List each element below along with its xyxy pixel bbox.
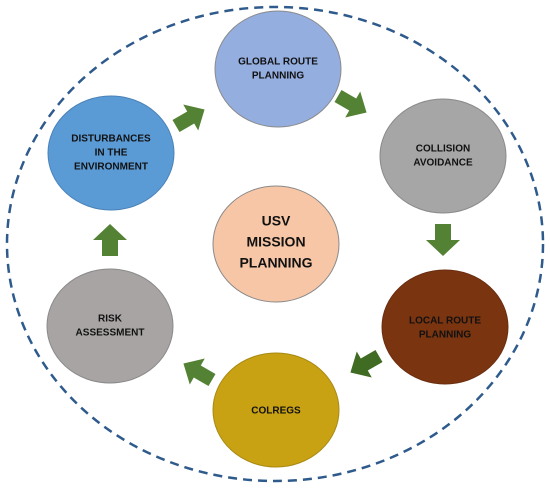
arrow-disturbances-to-global bbox=[172, 104, 205, 133]
center-node-circle bbox=[212, 185, 340, 303]
node-disturbances-line-2: IN THE bbox=[95, 148, 128, 159]
node-local-route-planning-line-2: PLANNING bbox=[419, 330, 471, 341]
node-local-route-planning-line-1: LOCAL ROUTE bbox=[409, 316, 481, 327]
node-collision-avoidance-circle bbox=[379, 98, 507, 214]
node-colregs-line-1: COLREGS bbox=[251, 406, 301, 417]
block-arrow-icon bbox=[334, 89, 367, 118]
block-arrow-icon bbox=[426, 224, 460, 256]
arrow-collision-to-local bbox=[426, 224, 460, 256]
node-collision-avoidance: COLLISION AVOIDANCE bbox=[379, 98, 507, 214]
node-disturbances-line-3: ENVIRONMENT bbox=[74, 162, 148, 173]
block-arrow-icon bbox=[183, 358, 216, 387]
node-global-route-planning-line-1: GLOBAL ROUTE bbox=[238, 57, 318, 68]
center-node-line-3: PLANNING bbox=[239, 255, 312, 271]
node-local-route-planning-circle bbox=[381, 269, 509, 385]
node-collision-avoidance-line-1: COLLISION bbox=[416, 144, 470, 155]
node-disturbances-circle bbox=[47, 95, 175, 211]
arrow-colregs-to-risk bbox=[183, 358, 216, 387]
node-risk-assessment-line-1: RISK bbox=[98, 314, 123, 325]
center-node-line-2: MISSION bbox=[246, 234, 305, 250]
arrow-risk-to-disturbances bbox=[93, 224, 127, 256]
node-disturbances-in-the-environment: DISTURBANCES IN THE ENVIRONMENT bbox=[47, 95, 175, 211]
node-disturbances-line-1: DISTURBANCES bbox=[71, 134, 151, 145]
block-arrow-icon bbox=[172, 104, 205, 133]
node-risk-assessment: RISK ASSESSMENT bbox=[46, 268, 174, 384]
node-global-route-planning-circle bbox=[214, 10, 342, 128]
center-node-usv-mission-planning: USV MISSION PLANNING bbox=[212, 185, 340, 303]
node-colregs: COLREGS bbox=[212, 352, 340, 468]
node-global-route-planning-line-2: PLANNING bbox=[252, 71, 304, 82]
node-risk-assessment-circle bbox=[46, 268, 174, 384]
block-arrow-icon bbox=[93, 224, 127, 256]
node-colregs-circle bbox=[212, 352, 340, 468]
arrow-local-to-colregs bbox=[350, 349, 383, 378]
node-local-route-planning: LOCAL ROUTE PLANNING bbox=[381, 269, 509, 385]
node-collision-avoidance-line-2: AVOIDANCE bbox=[413, 158, 473, 169]
dashed-outer-boundary bbox=[5, 5, 545, 483]
center-node-line-1: USV bbox=[262, 213, 291, 229]
block-arrow-icon bbox=[350, 349, 383, 378]
arrow-global-to-collision bbox=[334, 89, 367, 118]
node-global-route-planning: GLOBAL ROUTE PLANNING bbox=[214, 10, 342, 128]
node-risk-assessment-line-2: ASSESSMENT bbox=[76, 328, 145, 339]
